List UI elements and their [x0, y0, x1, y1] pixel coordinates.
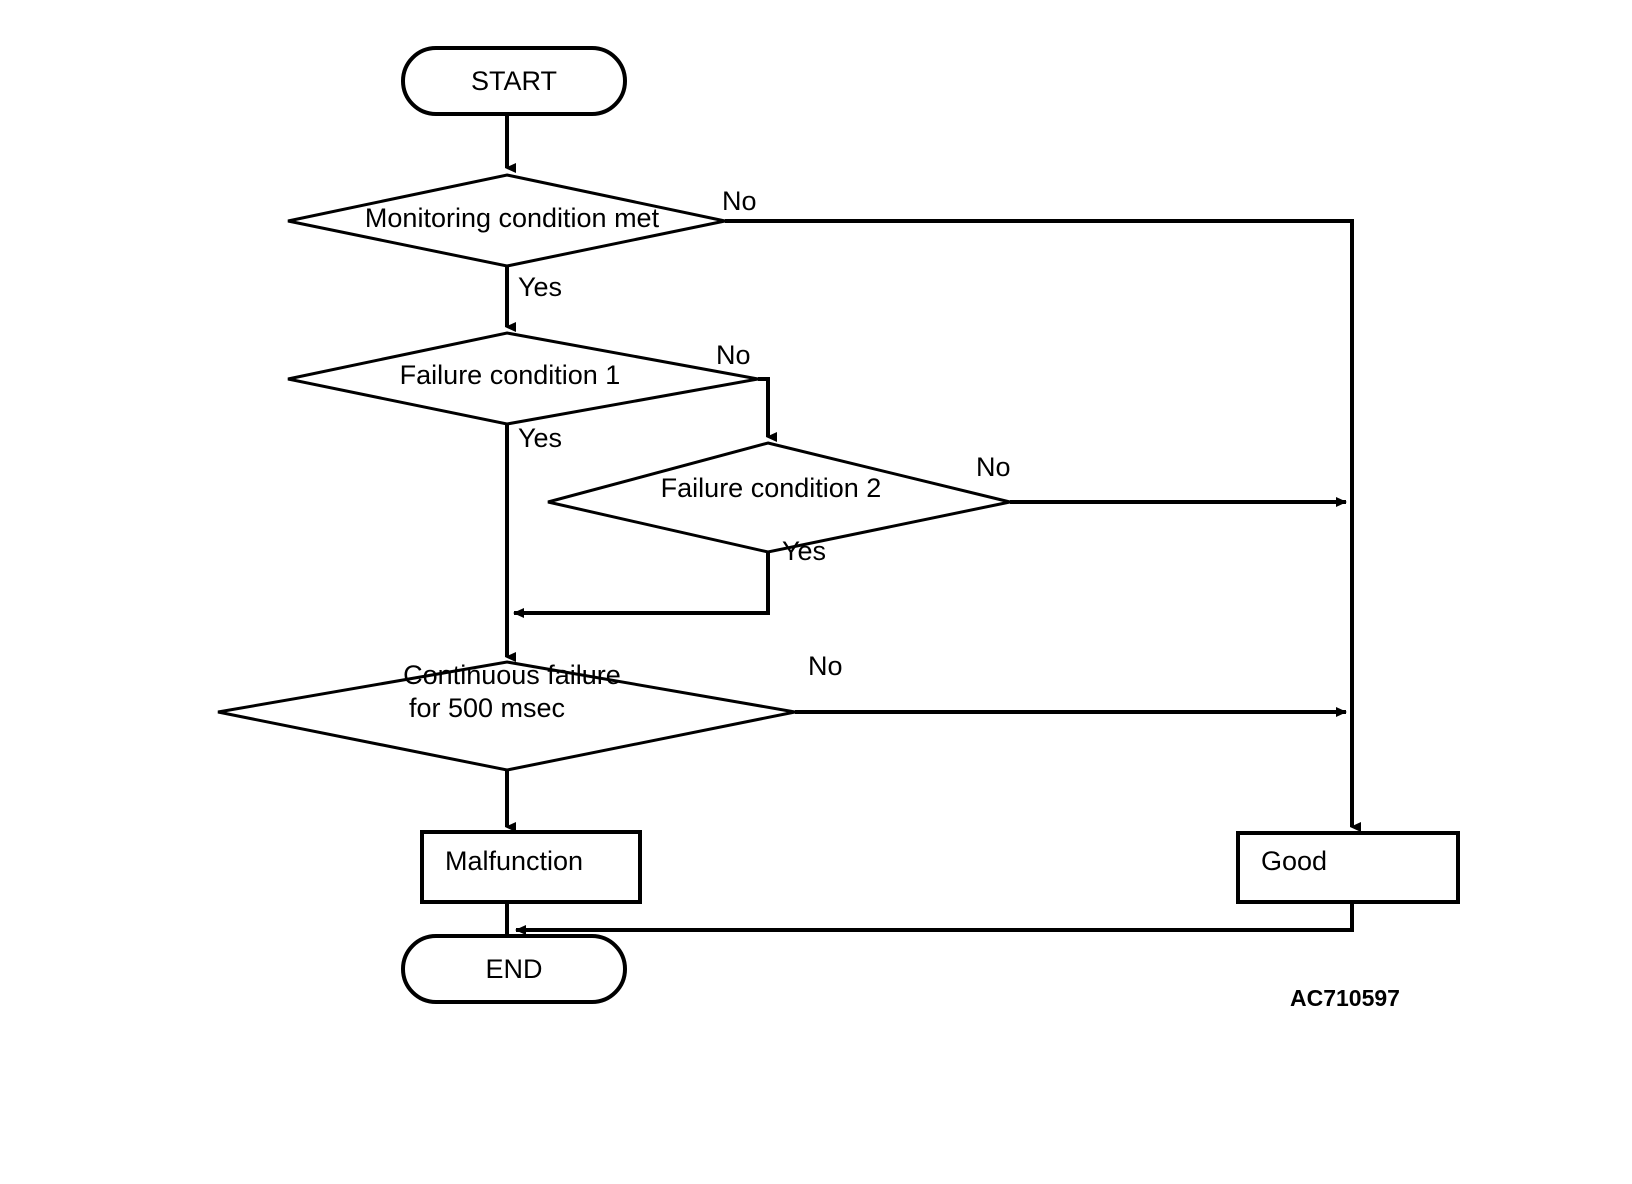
- reference-code: AC710597: [1290, 985, 1400, 1011]
- node-end: [401, 934, 627, 1004]
- node-failure-condition-2: [547, 441, 1011, 554]
- node-end-label: END: [485, 954, 542, 984]
- branch-label-failure2-yes: Yes: [782, 536, 826, 566]
- node-monitoring-condition-label: Monitoring condition met: [365, 203, 660, 233]
- connector-monitoring-no-to-good: [725, 219, 1361, 832]
- connector-failure2-yes-to-main: [513, 552, 770, 618]
- node-malfunction-label: Malfunction: [445, 846, 583, 876]
- node-monitoring-condition: [287, 173, 726, 268]
- connector-failure1-no-to-failure2: [758, 377, 777, 442]
- node-failure-condition-1: [287, 331, 759, 426]
- branch-label-monitoring-yes: Yes: [518, 272, 562, 302]
- node-continuous-failure: [217, 660, 796, 772]
- branch-label-monitoring-no: No: [722, 186, 757, 216]
- connector-good-to-end-spine: [515, 902, 1354, 935]
- node-good-label: Good: [1261, 846, 1327, 876]
- node-start: [401, 46, 627, 116]
- branch-label-failure2-no: No: [976, 452, 1011, 482]
- node-good: [1236, 831, 1460, 904]
- node-failure-condition-1-label: Failure condition 1: [400, 360, 621, 390]
- branch-label-failure1-yes: Yes: [518, 423, 562, 453]
- node-failure-condition-2-label: Failure condition 2: [661, 473, 882, 503]
- node-malfunction: [420, 830, 642, 904]
- node-start-label: START: [471, 66, 557, 96]
- node-continuous-failure-label-line1: Continuous failure: [403, 660, 621, 690]
- node-continuous-failure-label-line2: for 500 msec: [409, 693, 565, 723]
- branch-label-continuous-no: No: [808, 651, 843, 681]
- branch-label-failure1-no: No: [716, 340, 751, 370]
